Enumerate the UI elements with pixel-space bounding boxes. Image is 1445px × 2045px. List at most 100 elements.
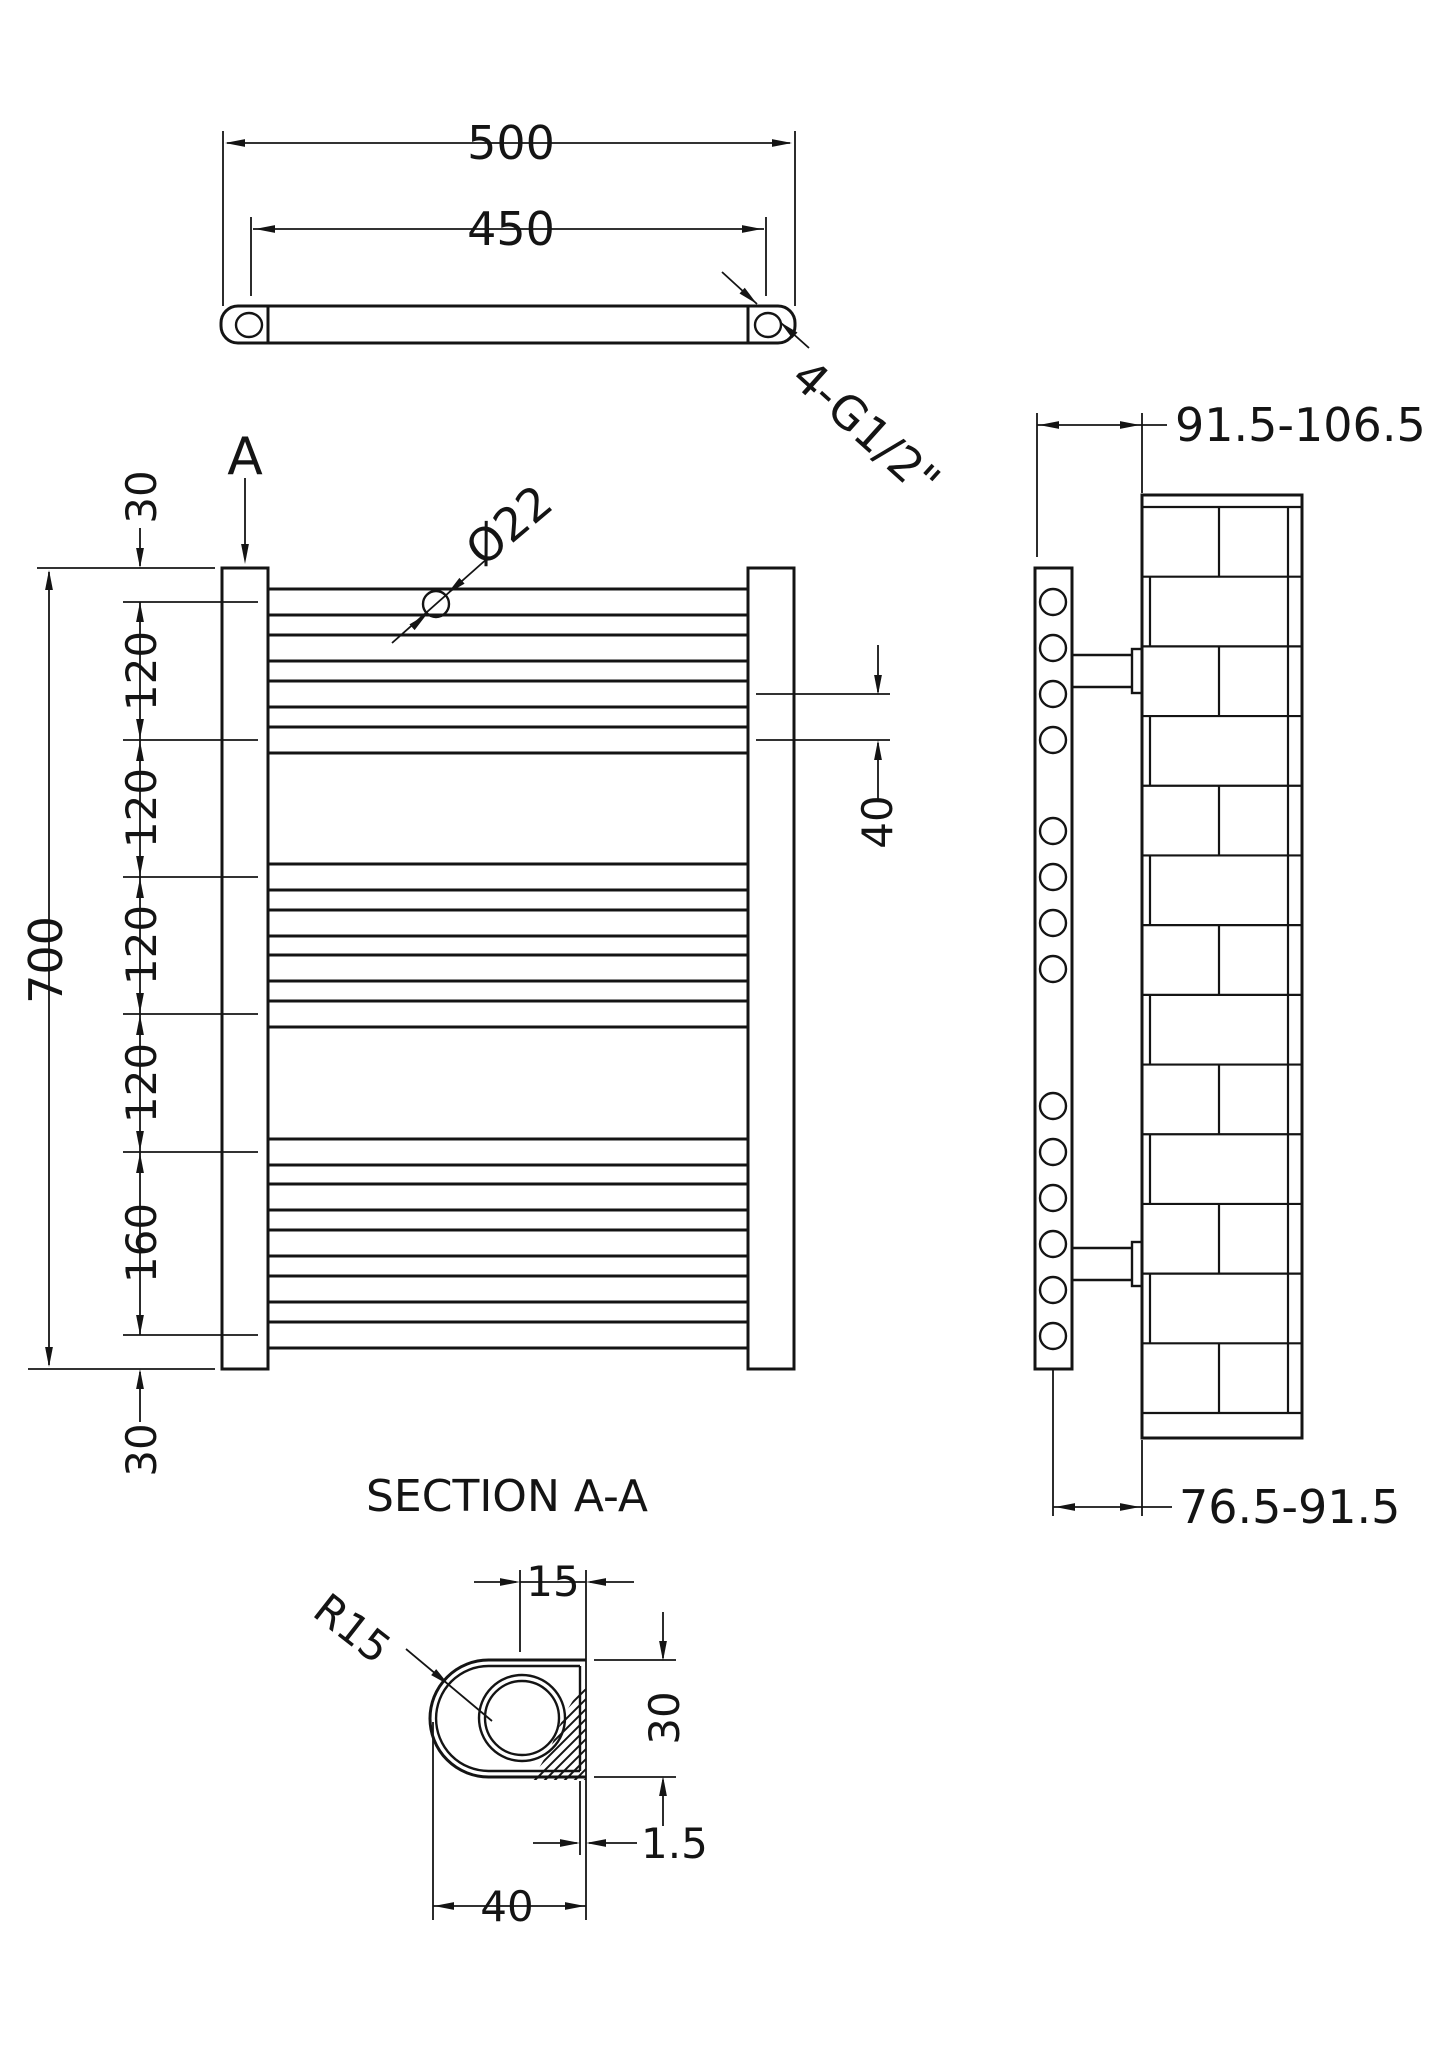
side-view: 91.5-106.5 76.5-91.5 <box>1033 398 1426 1534</box>
side-tube-circle <box>1038 679 1068 709</box>
top-view-left-tapping-hole <box>234 311 264 339</box>
hatch-line <box>549 1688 586 1780</box>
rung <box>266 1137 750 1167</box>
section-title: SECTION A-A <box>366 1471 648 1522</box>
dim-segment-120-3: 120 <box>117 905 166 985</box>
dim-segment-120-4: 120 <box>117 1043 166 1123</box>
arrowhead <box>874 740 882 760</box>
side-tube-circle <box>1038 1321 1068 1351</box>
top-view: 500 450 4-G1/2" <box>219 108 950 508</box>
section-tube-bore <box>483 1679 561 1757</box>
rung <box>266 999 750 1029</box>
rung <box>266 679 750 709</box>
arrowhead <box>874 675 882 695</box>
rung <box>266 633 750 663</box>
front-view: A Ø22 700 30 120 120 120 120 160 30 40 <box>19 427 902 1477</box>
section-inner-profile <box>434 1664 580 1773</box>
dim-segment-top-30: 30 <box>117 470 166 523</box>
arrowhead <box>136 1131 144 1151</box>
dim-line <box>391 556 490 644</box>
hatch-line <box>532 1688 586 1780</box>
arrowhead <box>255 225 275 233</box>
side-tube-circle <box>1038 1183 1068 1213</box>
side-tube-circle <box>1038 587 1068 617</box>
arrowhead <box>225 139 245 147</box>
rung <box>266 1228 750 1258</box>
rung <box>266 1274 750 1304</box>
arrowhead <box>409 614 427 631</box>
dim-overall-height-label: 700 <box>19 916 73 1004</box>
rung <box>266 862 750 892</box>
side-tube-circle <box>1038 908 1068 938</box>
hatch-line <box>539 1688 586 1780</box>
dim-segment-120-2: 120 <box>117 768 166 848</box>
arrowhead <box>136 1153 144 1173</box>
arrowhead <box>241 544 249 564</box>
arrowhead <box>1120 1503 1140 1511</box>
arrowhead <box>136 602 144 622</box>
arrowhead <box>136 548 144 568</box>
arrowhead <box>447 577 465 594</box>
arrowhead <box>434 1902 454 1910</box>
hatch-line <box>532 1688 586 1780</box>
arrowhead <box>136 719 144 739</box>
arrowhead <box>780 322 798 339</box>
arrowhead <box>136 878 144 898</box>
dim-wall-to-tube-center-label: 76.5-91.5 <box>1179 1480 1400 1534</box>
hatch-line <box>559 1688 586 1780</box>
rung <box>266 725 750 755</box>
radius-callout-label: R15 <box>305 1584 400 1673</box>
arrowhead <box>659 1776 667 1796</box>
rung <box>266 908 750 938</box>
arrowhead <box>136 1015 144 1035</box>
arrowhead <box>586 1578 606 1586</box>
dim-segment-160: 160 <box>117 1203 166 1283</box>
dim-wall-to-front-face-label: 91.5-106.5 <box>1175 398 1426 452</box>
arrowhead <box>1055 1503 1075 1511</box>
arrowhead <box>136 741 144 761</box>
hatch-line <box>532 1688 586 1780</box>
arrowhead <box>1039 421 1059 429</box>
side-tube-circle <box>1038 725 1068 755</box>
arrowhead <box>565 1902 585 1910</box>
front-rungs <box>266 587 750 1350</box>
rung <box>266 1320 750 1350</box>
arrowhead <box>772 139 792 147</box>
arrowhead <box>659 1641 667 1661</box>
arrowhead <box>136 993 144 1013</box>
side-tube-circle <box>1038 954 1068 984</box>
arrowhead <box>1120 421 1140 429</box>
arrowhead <box>136 1369 144 1389</box>
dimension-lines <box>28 131 1172 1920</box>
side-tube-circle <box>1038 1275 1068 1305</box>
side-tube-circle <box>1038 1137 1068 1167</box>
rung <box>266 587 750 617</box>
arrowhead <box>739 287 757 304</box>
side-tube-ends <box>1038 587 1068 1351</box>
dim-wall-thickness-label: 1.5 <box>641 1819 708 1868</box>
arrowhead <box>45 1347 53 1367</box>
tube-diameter-target-circle <box>421 589 451 619</box>
side-tube-circle <box>1038 816 1068 846</box>
dim-rail-width-label: 30 <box>640 1691 689 1744</box>
top-view-bar-outline <box>219 304 797 345</box>
wall-brick-pattern <box>1142 507 1302 1413</box>
top-view-right-tapping-hole <box>753 311 783 339</box>
wall-outline <box>1140 493 1304 1440</box>
arrowhead <box>431 1669 449 1685</box>
arrowhead <box>560 1839 580 1847</box>
section-tube-outer <box>477 1673 567 1763</box>
section-marker-letter: A <box>227 427 263 487</box>
arrowhead <box>586 1839 606 1847</box>
front-left-rail <box>220 566 270 1371</box>
side-tube-circle <box>1038 633 1068 663</box>
dim-rung-pitch-label: 40 <box>853 795 902 848</box>
section-outer-profile <box>428 1658 586 1779</box>
side-tube-circle <box>1038 862 1068 892</box>
hatch-line <box>532 1688 586 1780</box>
arrowhead <box>45 570 53 590</box>
arrowhead <box>136 856 144 876</box>
side-tube-circle <box>1038 1229 1068 1259</box>
